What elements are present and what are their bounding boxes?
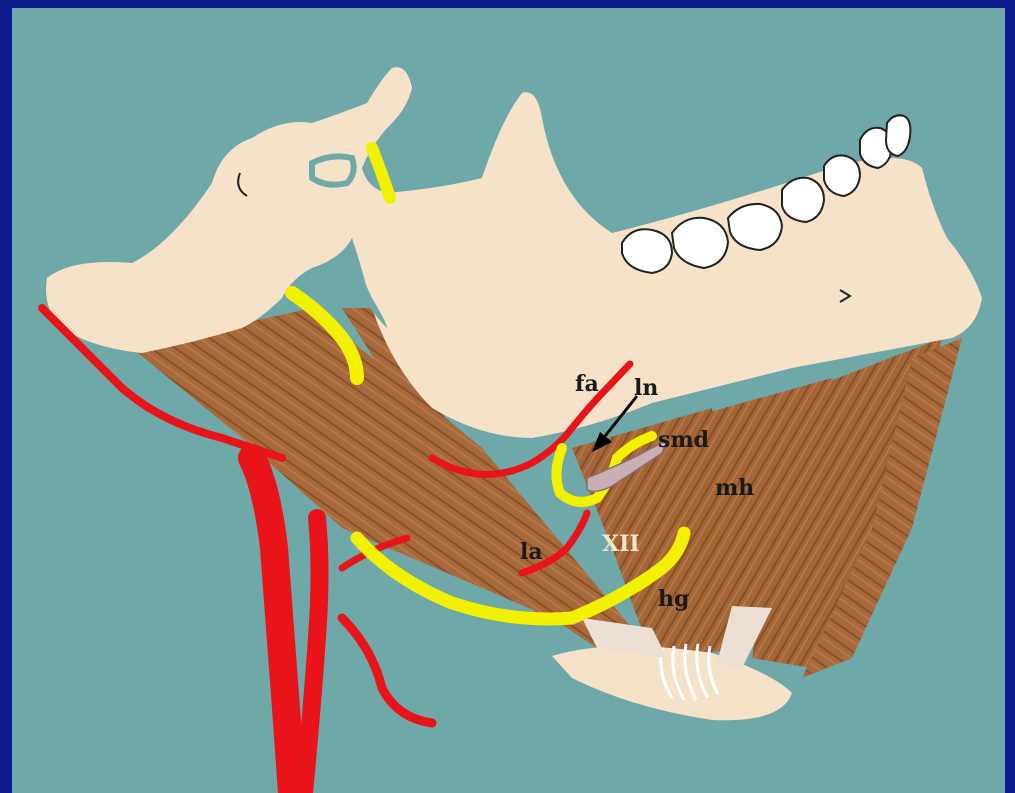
- condyle-outline: [312, 156, 354, 184]
- carotid-trunk: [252, 458, 292, 793]
- label-smd: smd: [658, 427, 709, 453]
- label-hg: hg: [658, 586, 689, 612]
- anatomy-diagram: fa ln smd mh la XII hg: [12, 8, 1005, 793]
- label-fa: fa: [575, 371, 599, 397]
- label-ln: ln: [634, 375, 658, 401]
- label-mh: mh: [715, 475, 754, 501]
- label-la: la: [520, 539, 543, 565]
- label-xii: XII: [602, 531, 640, 557]
- branch-lower: [342, 618, 432, 723]
- external-carotid: [304, 518, 320, 793]
- diagram-panel: fa ln smd mh la XII hg: [12, 8, 1005, 793]
